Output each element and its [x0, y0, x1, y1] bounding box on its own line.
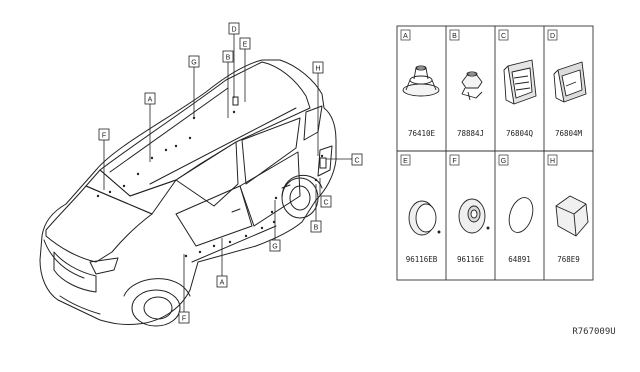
- cell-d: D 76804M: [547, 29, 583, 138]
- quarter-window: [303, 105, 323, 141]
- lower-bumper: [59, 295, 101, 315]
- plug-f-drawing: [458, 198, 490, 234]
- front-door-handle: [231, 208, 241, 213]
- callout-f-top: F: [98, 128, 110, 141]
- front-wheel-arch: [123, 278, 191, 297]
- svg-text:A: A: [148, 97, 153, 104]
- callout-e: E: [239, 37, 251, 50]
- grommet-c-drawing: [503, 59, 537, 105]
- cell-g: G 64891: [498, 154, 531, 264]
- svg-text:E: E: [403, 158, 408, 165]
- roof-clip-marker: [232, 96, 239, 106]
- cell-h: H 768E9: [547, 154, 580, 264]
- callout-a-lower: A: [216, 275, 228, 288]
- roof-rail-right: [149, 107, 297, 185]
- pad-g-drawing: [508, 197, 534, 233]
- vehicle-illustration: [39, 59, 337, 327]
- svg-text:H: H: [550, 158, 555, 165]
- cell-a: A 76410E: [400, 29, 436, 138]
- svg-text:B: B: [314, 225, 319, 232]
- svg-text:A: A: [403, 33, 408, 40]
- svg-text:C: C: [323, 200, 328, 207]
- svg-text:G: G: [191, 60, 196, 67]
- front-wheel: [131, 289, 181, 327]
- part-code-h: 768E9: [557, 255, 580, 264]
- rear-wheel: [281, 177, 319, 219]
- roof-panel: [99, 61, 311, 197]
- rear-side-window: [241, 117, 301, 185]
- rear-door-handle: [281, 184, 291, 189]
- quarter-grommet-marker: [319, 157, 327, 169]
- part-code-d: 76804M: [555, 129, 583, 138]
- svg-text:F: F: [102, 133, 106, 140]
- clip-d-drawing: [553, 61, 587, 103]
- callout-b-lower: B: [310, 220, 322, 233]
- callout-c-lower: C: [320, 195, 332, 208]
- svg-text:B: B: [226, 55, 231, 62]
- svg-text:E: E: [243, 42, 248, 49]
- reference-code: R767009U: [572, 327, 615, 337]
- svg-text:B: B: [452, 33, 457, 40]
- plug-markers: [96, 110, 324, 258]
- clip-b-drawing: [461, 71, 483, 101]
- part-code-c: 76804Q: [506, 129, 534, 138]
- rear-wheel-arch: [281, 174, 323, 197]
- part-code-e: 96116EB: [406, 255, 438, 264]
- cell-b: B 78884J: [449, 29, 484, 138]
- callout-d: D: [228, 22, 240, 35]
- callout-leaders: [103, 34, 352, 312]
- hood: [45, 185, 153, 263]
- front-wheel-rim: [143, 296, 173, 320]
- parts-legend-grid: [396, 25, 594, 281]
- part-code-g: 64891: [508, 255, 531, 264]
- callout-b-top: B: [222, 50, 234, 63]
- callout-c: C: [351, 153, 363, 166]
- rocker-panel: [191, 225, 277, 263]
- car-body-outline: [39, 59, 337, 325]
- part-code-f: 96116E: [457, 255, 485, 264]
- front-fascia-line: [43, 239, 85, 279]
- callout-g-top: G: [188, 55, 200, 68]
- front-door: [175, 185, 253, 247]
- svg-text:F: F: [182, 316, 186, 323]
- cell-e: E 96116EB: [400, 154, 438, 264]
- svg-text:H: H: [315, 66, 320, 73]
- callout-f-lower: F: [178, 311, 190, 324]
- callout-h: H: [312, 61, 324, 74]
- cell-f: F 96116E: [449, 154, 485, 264]
- svg-text:G: G: [501, 158, 506, 165]
- plug-e-drawing: [408, 200, 441, 236]
- rear-wheel-rim: [289, 185, 311, 211]
- headlamp: [89, 257, 119, 275]
- svg-text:G: G: [272, 244, 277, 251]
- svg-text:C: C: [354, 158, 359, 165]
- svg-text:D: D: [231, 27, 236, 34]
- callout-g-lower: G: [269, 239, 281, 252]
- svg-text:F: F: [452, 158, 456, 165]
- tail-lamp: [317, 145, 333, 177]
- rear-door: [239, 151, 301, 227]
- cell-c: C 76804Q: [498, 29, 534, 138]
- front-side-window: [175, 141, 239, 207]
- callout-a-top: A: [144, 92, 156, 105]
- clip-a-drawing: [402, 65, 440, 97]
- part-code-a: 76410E: [408, 129, 436, 138]
- front-grille: [53, 251, 97, 293]
- svg-text:A: A: [220, 280, 225, 287]
- svg-text:C: C: [501, 33, 506, 40]
- part-code-b: 78884J: [457, 129, 484, 138]
- roof-rail-left: [109, 87, 229, 173]
- pad-h-drawing: [555, 195, 589, 237]
- svg-text:D: D: [550, 33, 555, 40]
